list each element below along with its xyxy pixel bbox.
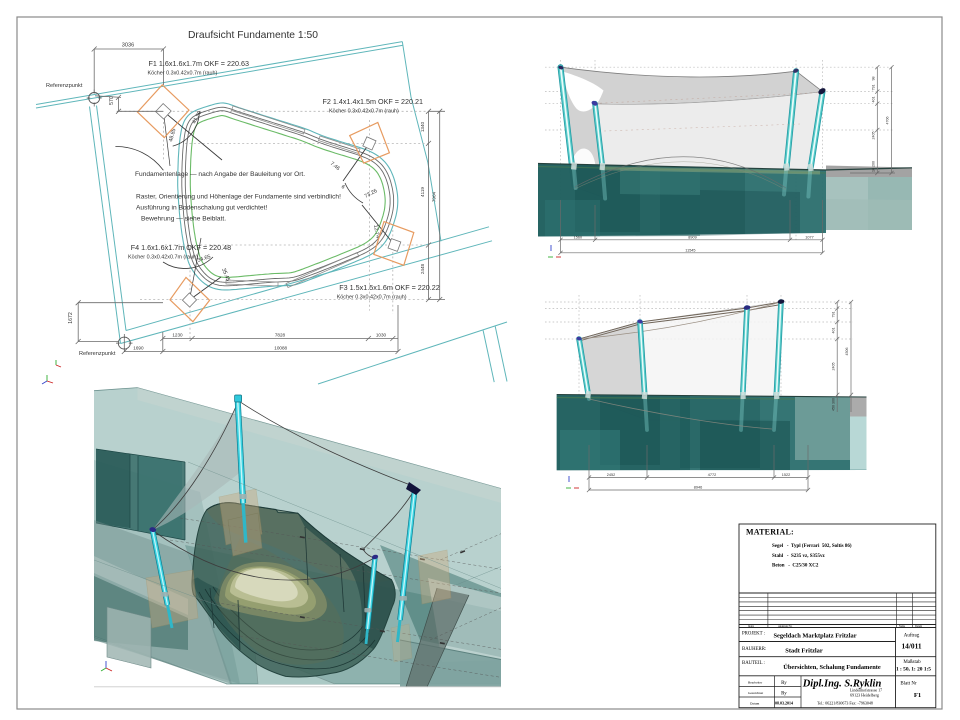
svg-text:Datum: Datum bbox=[750, 702, 760, 706]
svg-text:11545: 11545 bbox=[685, 248, 695, 252]
svg-text:14/011: 14/011 bbox=[901, 642, 921, 651]
svg-text:1030: 1030 bbox=[376, 333, 387, 338]
svg-text:Stahl - S235 vz, S355vz: Stahl - S235 vz, S355vz bbox=[772, 554, 826, 559]
svg-text:35.45: 35.45 bbox=[220, 268, 231, 283]
svg-text:08.03.2014: 08.03.2014 bbox=[775, 701, 793, 706]
svg-text:7.46: 7.46 bbox=[329, 161, 341, 172]
svg-text:41.50: 41.50 bbox=[191, 110, 203, 125]
svg-text:1077: 1077 bbox=[805, 235, 813, 239]
svg-text:PROJEKT :: PROJEKT : bbox=[742, 632, 765, 637]
svg-text:401: 401 bbox=[831, 328, 835, 334]
svg-text:1230: 1230 bbox=[172, 333, 183, 338]
svg-text:73.26: 73.26 bbox=[364, 188, 379, 200]
svg-text:7904: 7904 bbox=[432, 191, 437, 202]
svg-text:Draufsicht Fundamente 1:50: Draufsicht Fundamente 1:50 bbox=[188, 30, 318, 41]
svg-text:1522: 1522 bbox=[782, 473, 790, 477]
svg-text:Segeldach Marktplatz Fritzlar: Segeldach Marktplatz Fritzlar bbox=[773, 633, 856, 640]
svg-text:Referenzpunkt: Referenzpunkt bbox=[46, 83, 83, 89]
svg-text:570: 570 bbox=[109, 96, 115, 105]
svg-text:450 300: 450 300 bbox=[831, 398, 835, 411]
svg-text:F2 1.4x1.4x1.5m OKF = 220.21: F2 1.4x1.4x1.5m OKF = 220.21 bbox=[323, 97, 423, 106]
svg-text:Köcher 0.3x0.42x0.7m (rauh): Köcher 0.3x0.42x0.7m (rauh) bbox=[148, 71, 218, 77]
svg-text:Ry: Ry bbox=[781, 692, 787, 697]
svg-text:2405: 2405 bbox=[872, 132, 876, 140]
svg-text:Name: Name bbox=[899, 625, 906, 628]
svg-text:Fundamentenlage — nach Angabe: Fundamentenlage — nach Angabe der Baulei… bbox=[135, 171, 305, 178]
svg-text:4772: 4772 bbox=[708, 473, 716, 477]
svg-text:34.65: 34.65 bbox=[197, 254, 212, 264]
svg-text:791: 791 bbox=[831, 312, 835, 318]
svg-text:F1: F1 bbox=[914, 692, 921, 699]
svg-text:MATERIAL:: MATERIAL: bbox=[746, 528, 794, 537]
svg-text:4506: 4506 bbox=[845, 348, 849, 356]
svg-text:F3 1.5x1.5x1.6m OKF = 220.22: F3 1.5x1.5x1.6m OKF = 220.22 bbox=[339, 283, 439, 292]
svg-text:10088: 10088 bbox=[274, 346, 287, 351]
svg-text:Beton - C25/30 XC2: Beton - C25/30 XC2 bbox=[772, 564, 819, 569]
svg-text:Köcher 0.3x0.42x0.7m (rauh): Köcher 0.3x0.42x0.7m (rauh) bbox=[128, 255, 198, 261]
svg-text:1672: 1672 bbox=[68, 312, 74, 324]
svg-text:3036: 3036 bbox=[122, 43, 134, 49]
svg-text:2405: 2405 bbox=[831, 363, 835, 371]
svg-text:Köcher 0.3x0.42x0.7m (rauh): Köcher 0.3x0.42x0.7m (rauh) bbox=[337, 295, 407, 301]
svg-text:8946: 8946 bbox=[694, 486, 702, 490]
svg-text:Ausführung in Bodenschalung gu: Ausführung in Bodenschalung gut verdicht… bbox=[136, 205, 267, 212]
svg-text:69123 Heidelberg: 69123 Heidelberg bbox=[850, 693, 879, 698]
svg-text:Gezeichnet: Gezeichnet bbox=[748, 691, 763, 695]
svg-text:F1 1.6x1.6x1.7m OKF = 220.63: F1 1.6x1.6x1.7m OKF = 220.63 bbox=[149, 59, 249, 68]
svg-text:Tel.: 06221/830673 Fax: -7963: Tel.: 06221/830673 Fax: -7963048 bbox=[817, 701, 873, 706]
svg-text:Blatt Nr: Blatt Nr bbox=[900, 682, 917, 687]
svg-text:63.52: 63.52 bbox=[86, 0, 346, 190]
svg-text:7828: 7828 bbox=[275, 333, 286, 338]
svg-text:12.74: 12.74 bbox=[372, 224, 380, 238]
svg-text:791: 791 bbox=[872, 85, 876, 91]
svg-text:1690: 1690 bbox=[133, 346, 144, 351]
svg-text:Datum: Datum bbox=[915, 625, 922, 628]
svg-text:1560: 1560 bbox=[574, 235, 582, 239]
svg-text:Index: Index bbox=[748, 625, 755, 628]
svg-text:Köcher 0.3x0.42x0.7m (rauh): Köcher 0.3x0.42x0.7m (rauh) bbox=[329, 109, 399, 115]
svg-text:F4 1.6x1.6x1.7m OKF = 220.48: F4 1.6x1.6x1.7m OKF = 220.48 bbox=[131, 243, 231, 252]
svg-text:8909: 8909 bbox=[688, 235, 696, 239]
svg-text:10 200: 10 200 bbox=[872, 161, 876, 172]
svg-text:Auftrag: Auftrag bbox=[904, 634, 920, 639]
svg-text:Raster, Orientierung und Höhen: Raster, Orientierung und Höhenlage der F… bbox=[136, 194, 341, 201]
svg-text:BAUTEIL :: BAUTEIL : bbox=[742, 661, 765, 666]
svg-text:Übersichten, Schalung Fundamen: Übersichten, Schalung Fundamente bbox=[783, 664, 881, 671]
svg-text:Bearbeiter: Bearbeiter bbox=[748, 681, 763, 685]
svg-text:401: 401 bbox=[872, 97, 876, 103]
svg-text:Stadt Fritzlar: Stadt Fritzlar bbox=[785, 648, 823, 655]
svg-text:Segel - Typl (Ferrari 502,: Segel - Typl (Ferrari 502, Soltis 86) bbox=[772, 544, 852, 549]
svg-text:1340: 1340 bbox=[420, 121, 425, 132]
svg-text:Dipl.Ing. S.Ryklin: Dipl.Ing. S.Ryklin bbox=[802, 679, 882, 690]
svg-text:Bewehrung — siehe Beiblatt.: Bewehrung — siehe Beiblatt. bbox=[141, 216, 226, 223]
svg-text:4706: 4706 bbox=[886, 117, 890, 125]
svg-text:Änderung Nr.: Änderung Nr. bbox=[778, 625, 793, 628]
svg-text:2452: 2452 bbox=[607, 473, 615, 477]
svg-text:1 : 50, 1: 20 1:5: 1 : 50, 1: 20 1:5 bbox=[896, 667, 931, 673]
svg-text:2448: 2448 bbox=[420, 263, 425, 274]
svg-text:Maßstab: Maßstab bbox=[903, 660, 921, 665]
svg-text:98: 98 bbox=[872, 77, 876, 81]
svg-text:BAUHERR:: BAUHERR: bbox=[742, 647, 766, 652]
svg-text:48.85: 48.85 bbox=[168, 128, 177, 143]
svg-text:Referenzpunkt: Referenzpunkt bbox=[79, 351, 116, 357]
svg-text:Lindenhofstrasse 17: Lindenhofstrasse 17 bbox=[850, 688, 882, 693]
svg-text:Ry: Ry bbox=[781, 681, 787, 686]
svg-text:4119: 4119 bbox=[420, 187, 425, 197]
